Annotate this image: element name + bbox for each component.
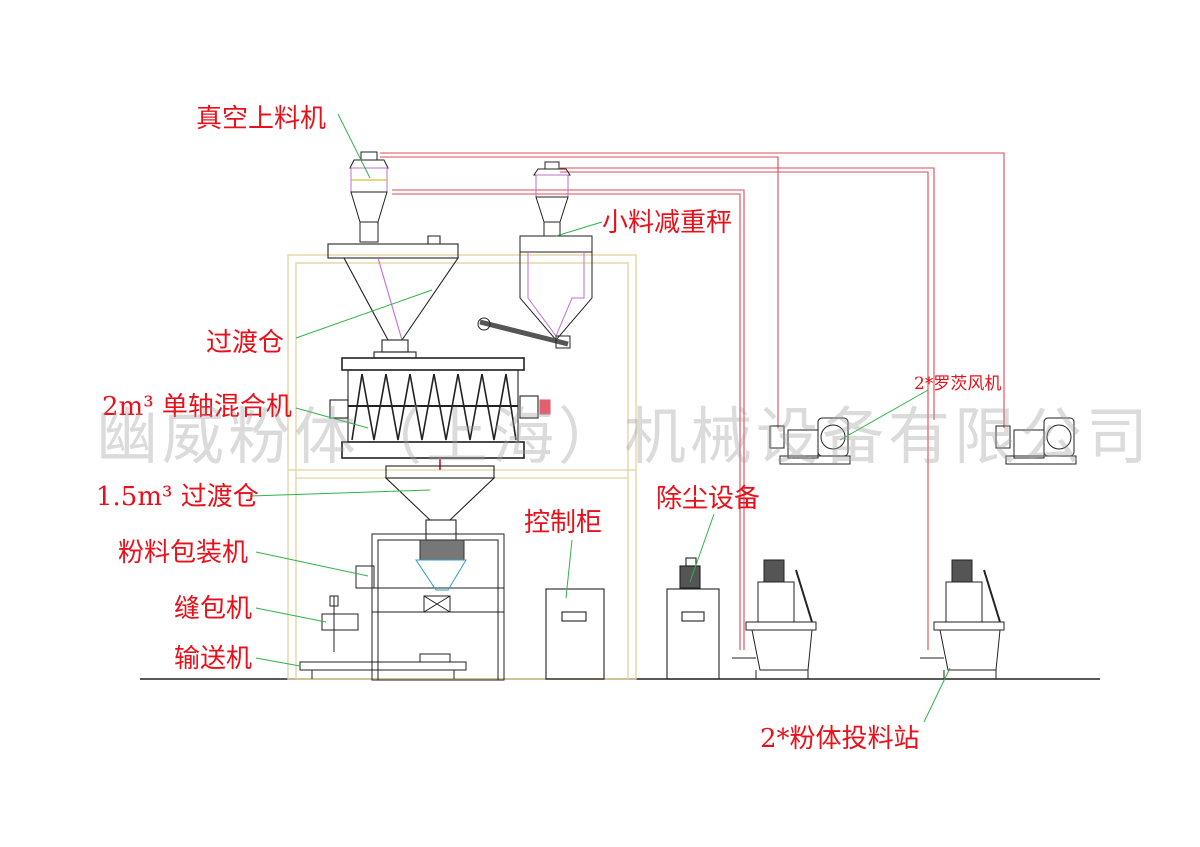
feeding-station-1 [732,559,817,679]
feeding-station-2 [920,559,1005,679]
leader-lines [249,113,951,723]
conveyor [299,653,467,679]
vacuum-pipes [380,152,1005,650]
label-feeding-station: 2*粉体投料站 [760,724,920,754]
watermark-text: 幽威粉体（上海）机械设备有限公司 [96,400,1153,473]
label-vacuum-loader: 真空上料机 [196,104,327,134]
label-roots-blower: 2*罗茨风机 [914,374,1002,394]
transition-bin-top [327,235,460,359]
packing-machine [355,533,505,681]
single-shaft-mixer [329,357,551,470]
small-weigher [477,235,593,349]
label-conveyor: 输送机 [174,644,253,674]
label-small-weigher: 小料减重秤 [602,208,733,238]
sewing-machine [321,595,359,652]
label-transition-bin-lower: 1.5m³ 过渡仓 [96,482,259,512]
transition-bin-lower [384,465,496,541]
label-packing-machine: 粉料包装机 [118,538,249,568]
control-cabinet [545,588,605,680]
vacuum-loader-2 [533,161,571,237]
dust-collector [666,557,720,680]
label-transition-bin: 过渡仓 [206,328,285,358]
label-sewing-machine: 缝包机 [174,594,253,624]
roots-blower-2 [995,417,1077,465]
vacuum-loader-1 [349,151,389,243]
label-dust-collector: 除尘设备 [656,484,761,514]
label-control-cabinet: 控制柜 [524,508,603,538]
label-mixer: 2m³ 单轴混合机 [102,392,292,422]
